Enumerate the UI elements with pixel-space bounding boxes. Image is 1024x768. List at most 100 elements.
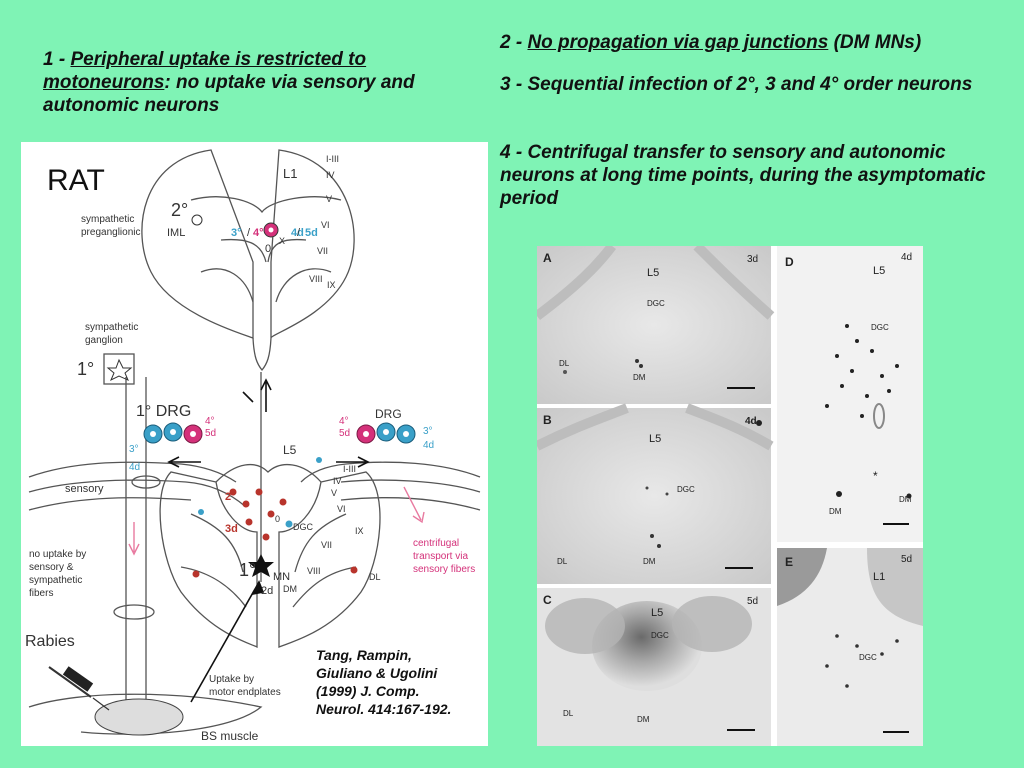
ganglion-star-icon <box>106 358 133 382</box>
species-label: RAT <box>47 164 105 197</box>
l5-lamina-iv: IV <box>333 476 342 486</box>
centrifugal-label-1: centrifugal <box>413 538 459 549</box>
l5-two-degree-label: 2° <box>225 491 236 503</box>
panel-a: A 3d L5 DGC DL DM <box>533 242 775 404</box>
left-centrifugal-arrow <box>167 456 201 468</box>
ascending-arrow <box>260 378 272 412</box>
panel-c-letter: C <box>543 593 552 607</box>
panel-b-dm: DM <box>643 557 656 566</box>
sympathetic-ganglion-label-2: ganglion <box>85 335 123 346</box>
l1-label: L1 <box>283 166 297 181</box>
left-four-d-label: 4d <box>129 462 140 473</box>
citation: Tang, Rampin, Giuliano & Ugolini (1999) … <box>316 647 452 717</box>
syringe-icon <box>48 666 110 711</box>
l1-laminae-lines <box>190 196 342 303</box>
panel-b-letter: B <box>543 413 552 427</box>
panel-d-letter: D <box>785 255 794 269</box>
sensory-label: sensory <box>65 483 104 495</box>
four-d-label: 4d <box>291 227 304 239</box>
five-d-label: 5d <box>305 227 318 239</box>
l1-left-half <box>141 149 254 339</box>
l5-lamina-i-iii: I-III <box>343 464 356 474</box>
right-three-degree-label: 3° <box>423 426 433 437</box>
motor-endplate-area <box>94 698 184 736</box>
motoneuron-one-degree-label: 1° <box>239 560 256 580</box>
uptake-arrow <box>190 581 260 703</box>
sympathetic-preganglionic-label-2: preganglionic <box>81 227 141 238</box>
l5-dgc-label: DGC <box>293 522 314 532</box>
point-3: 3 - Sequential infection of 2°, 3 and 4°… <box>500 74 973 95</box>
l5-lamina-v: V <box>331 488 337 498</box>
l1-lamina-vi: VI <box>321 220 330 230</box>
three-degree-label: 3° <box>231 227 242 239</box>
infected-interneurons <box>192 457 358 578</box>
panel-b-dgc: DGC <box>677 485 695 494</box>
sympathetic-fiber-bundle <box>125 377 147 707</box>
right-four-d-label: 4d <box>423 440 434 451</box>
point-4: 4 - Centrifugal transfer to sensory and … <box>500 142 986 209</box>
one-degree-drg-label: 1° DRG <box>136 403 191 420</box>
l5-three-d-label: 3d <box>225 523 238 535</box>
panel-a-level: L5 <box>647 267 659 279</box>
pink-arrow-left <box>128 522 140 556</box>
dl-label: DL <box>369 572 381 582</box>
motoneuron-star-icon <box>248 554 274 577</box>
point-2: 2 - No propagation via gap junctions (DM… <box>500 32 922 53</box>
right-sensory-fiber-top <box>300 461 481 483</box>
left-five-d-label: 5d <box>205 428 216 439</box>
l1-lamina-vii: VII <box>317 246 328 256</box>
nerve-ellipse <box>113 604 155 620</box>
one-degree-label: 1° <box>77 359 94 379</box>
panel-d: D 4d L5 DGC DM DM * <box>777 246 923 542</box>
two-degree-label: 2° <box>171 200 188 220</box>
panel-b-time: 4d <box>745 416 757 427</box>
l5-left-half <box>159 471 258 649</box>
left-sensory-fiber-top <box>28 461 237 483</box>
panel-c-dm: DM <box>637 715 650 724</box>
l1-right-half <box>270 149 355 339</box>
panel-d-time: 4d <box>901 252 912 263</box>
sensory-nerve-ellipse <box>131 475 161 489</box>
point-1: 1 - Peripheral uptake is restricted to m… <box>43 49 415 116</box>
l5-lamina-vi: VI <box>337 504 346 514</box>
panel-d-dm: DM <box>829 507 842 516</box>
diagram-svg: RAT L1 2° IML sympathetic preganglionic … <box>25 149 481 743</box>
left-four-degree-label: 4° <box>205 416 215 427</box>
l5-laminae-lines <box>180 513 357 608</box>
rabies-label: Rabies <box>25 633 75 650</box>
panel-d-dgc: DGC <box>871 323 889 332</box>
zero-label-a: 0 <box>265 243 271 255</box>
left-sensory-fiber-mid <box>28 479 247 508</box>
panel-d-asterisk: * <box>873 469 878 483</box>
iml-label: IML <box>167 227 185 239</box>
right-sensory-fiber-low <box>340 497 481 511</box>
panel-e-letter: E <box>785 555 793 569</box>
l5-dorsal-horns <box>215 463 322 483</box>
l1-lamina-viii: VIII <box>309 274 323 284</box>
l1-lamina-i-iii: I-III <box>326 154 339 164</box>
centrifugal-label-2: transport via <box>413 551 468 562</box>
centrifugal-label-3: sensory fibers <box>413 564 475 575</box>
panel-d-level: L5 <box>873 265 885 277</box>
mn-label: MN <box>273 571 290 583</box>
panel-a-dgc: DGC <box>647 299 665 308</box>
micrograph-figure: A 3d L5 DGC DL DM B 4d L5 DGC DL DM <box>533 242 923 746</box>
panel-a-time: 3d <box>747 254 758 265</box>
panel-e-dgc: DGC <box>859 653 877 662</box>
l5-lamina-viii: VIII <box>307 566 321 576</box>
sympathetic-preganglionic-label-1: sympathetic <box>81 214 134 225</box>
l1-up-arrow-line <box>242 391 254 403</box>
no-uptake-label-1: no uptake by <box>29 549 86 560</box>
panel-c-dgc: DGC <box>651 631 669 640</box>
panel-d-dm-2: DM <box>899 495 912 504</box>
panel-e-level: L1 <box>873 571 885 583</box>
l5-right-half <box>278 471 381 648</box>
point-1-underlined: Peripheral uptake is restricted to moton… <box>43 49 367 93</box>
right-centrifugal-arrow <box>336 456 370 468</box>
uptake-label-1: Uptake by <box>209 674 254 685</box>
no-uptake-label-2: sensory & <box>29 562 74 573</box>
panel-a-dl: DL <box>559 359 570 368</box>
l1-ventral-notch <box>252 337 272 372</box>
panel-b-dl: DL <box>557 557 568 566</box>
left-sensory-fiber-low <box>28 497 192 511</box>
